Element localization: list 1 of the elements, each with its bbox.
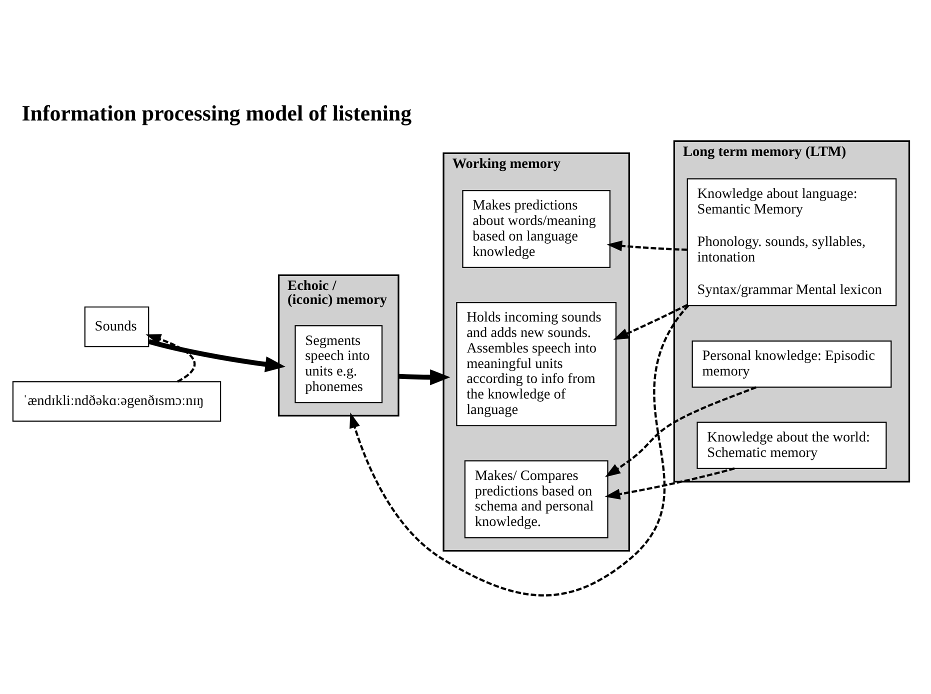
diagram-title: Information processing model of listening — [22, 100, 412, 125]
